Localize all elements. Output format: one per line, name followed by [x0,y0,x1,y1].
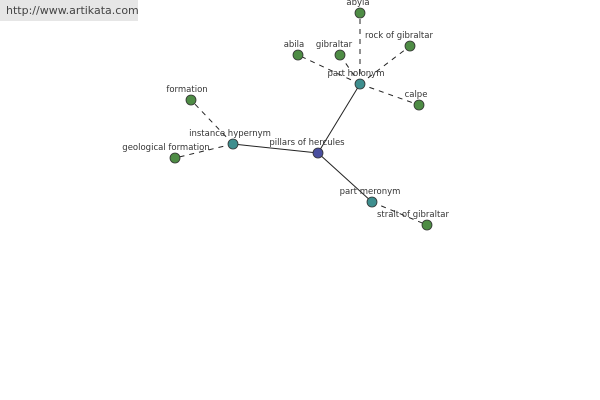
relation-node-holonym[interactable] [354,78,366,90]
leaf-label-abyla[interactable]: abyla [346,0,369,8]
edge-holonym-calpe [359,83,420,106]
leaf-label-rock-of-gibraltar[interactable]: rock of gibraltar [365,31,433,41]
url-bar: http://www.artikata.com [0,0,139,21]
site-url[interactable]: http://www.artikata.com [6,4,139,17]
edge-holonym-rock-of-gibraltar [359,45,411,85]
leaf-node-geological-formation[interactable] [169,152,181,164]
leaf-label-calpe[interactable]: calpe [405,90,428,100]
center-node[interactable] [312,147,324,159]
leaf-node-formation[interactable] [185,94,197,106]
edge-hypernym-formation [190,99,234,145]
relation-label-hypernym[interactable]: instance hypernym [189,129,271,139]
relation-node-meronym[interactable] [366,196,378,208]
edge-center-holonym [317,83,361,154]
leaf-node-strait-of-gibraltar[interactable] [421,219,433,231]
relation-label-holonym[interactable]: part holonym [328,69,385,79]
edge-holonym-abila [297,54,361,85]
leaf-node-rock-of-gibraltar[interactable] [404,40,416,52]
leaf-label-geological-formation[interactable]: geological formation [122,143,209,153]
leaf-node-calpe[interactable] [413,99,425,111]
leaf-node-abila[interactable] [292,49,304,61]
center-label[interactable]: pillars of hercules [269,138,345,148]
leaf-node-abyla[interactable] [354,7,366,19]
leaf-label-abila[interactable]: abila [284,40,305,50]
edge-center-hypernym [232,143,319,154]
leaf-label-strait-of-gibraltar[interactable]: strait of gibraltar [377,210,450,220]
relation-node-hypernym[interactable] [227,138,239,150]
leaf-node-gibraltar[interactable] [334,49,346,61]
leaf-label-formation[interactable]: formation [166,85,207,95]
relation-label-meronym[interactable]: part meronym [340,187,401,197]
leaf-label-gibraltar[interactable]: gibraltar [316,40,353,50]
edge-center-meronym [317,152,373,203]
